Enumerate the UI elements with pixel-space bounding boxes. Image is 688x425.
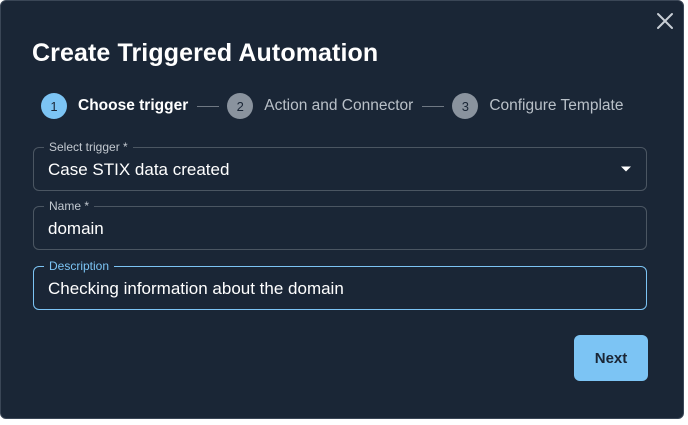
stepper: 1 Choose trigger 2 Action and Connector … [41, 92, 623, 120]
name-input[interactable] [48, 219, 608, 239]
description-input[interactable] [48, 279, 608, 299]
step-connector [197, 105, 220, 107]
step-label: Configure Template [489, 97, 624, 114]
step-label: Choose trigger [78, 97, 189, 114]
step-configure-template[interactable]: 3 Configure Template [452, 93, 623, 119]
close-icon [657, 13, 673, 29]
dialog-title: Create Triggered Automation [32, 39, 379, 67]
step-choose-trigger[interactable]: 1 Choose trigger [41, 93, 188, 119]
close-button[interactable] [653, 9, 677, 33]
step-label: Action and Connector [264, 97, 414, 114]
caret-down-icon [621, 166, 631, 172]
description-field-label: Description [44, 258, 115, 274]
step-action-and-connector[interactable]: 2 Action and Connector [227, 93, 413, 119]
select-trigger-value: Case STIX data created [48, 160, 230, 179]
step-number: 2 [227, 93, 254, 119]
name-field-label: Name * [44, 198, 95, 214]
select-trigger-dropdown[interactable]: Select trigger * Case STIX data created [33, 139, 647, 191]
name-field: Name * [33, 198, 647, 250]
select-trigger-label: Select trigger * [44, 139, 133, 155]
step-number: 3 [452, 93, 479, 119]
description-field: Description [33, 258, 647, 310]
step-connector [422, 105, 445, 107]
step-number: 1 [41, 93, 67, 119]
next-button[interactable]: Next [574, 335, 648, 381]
